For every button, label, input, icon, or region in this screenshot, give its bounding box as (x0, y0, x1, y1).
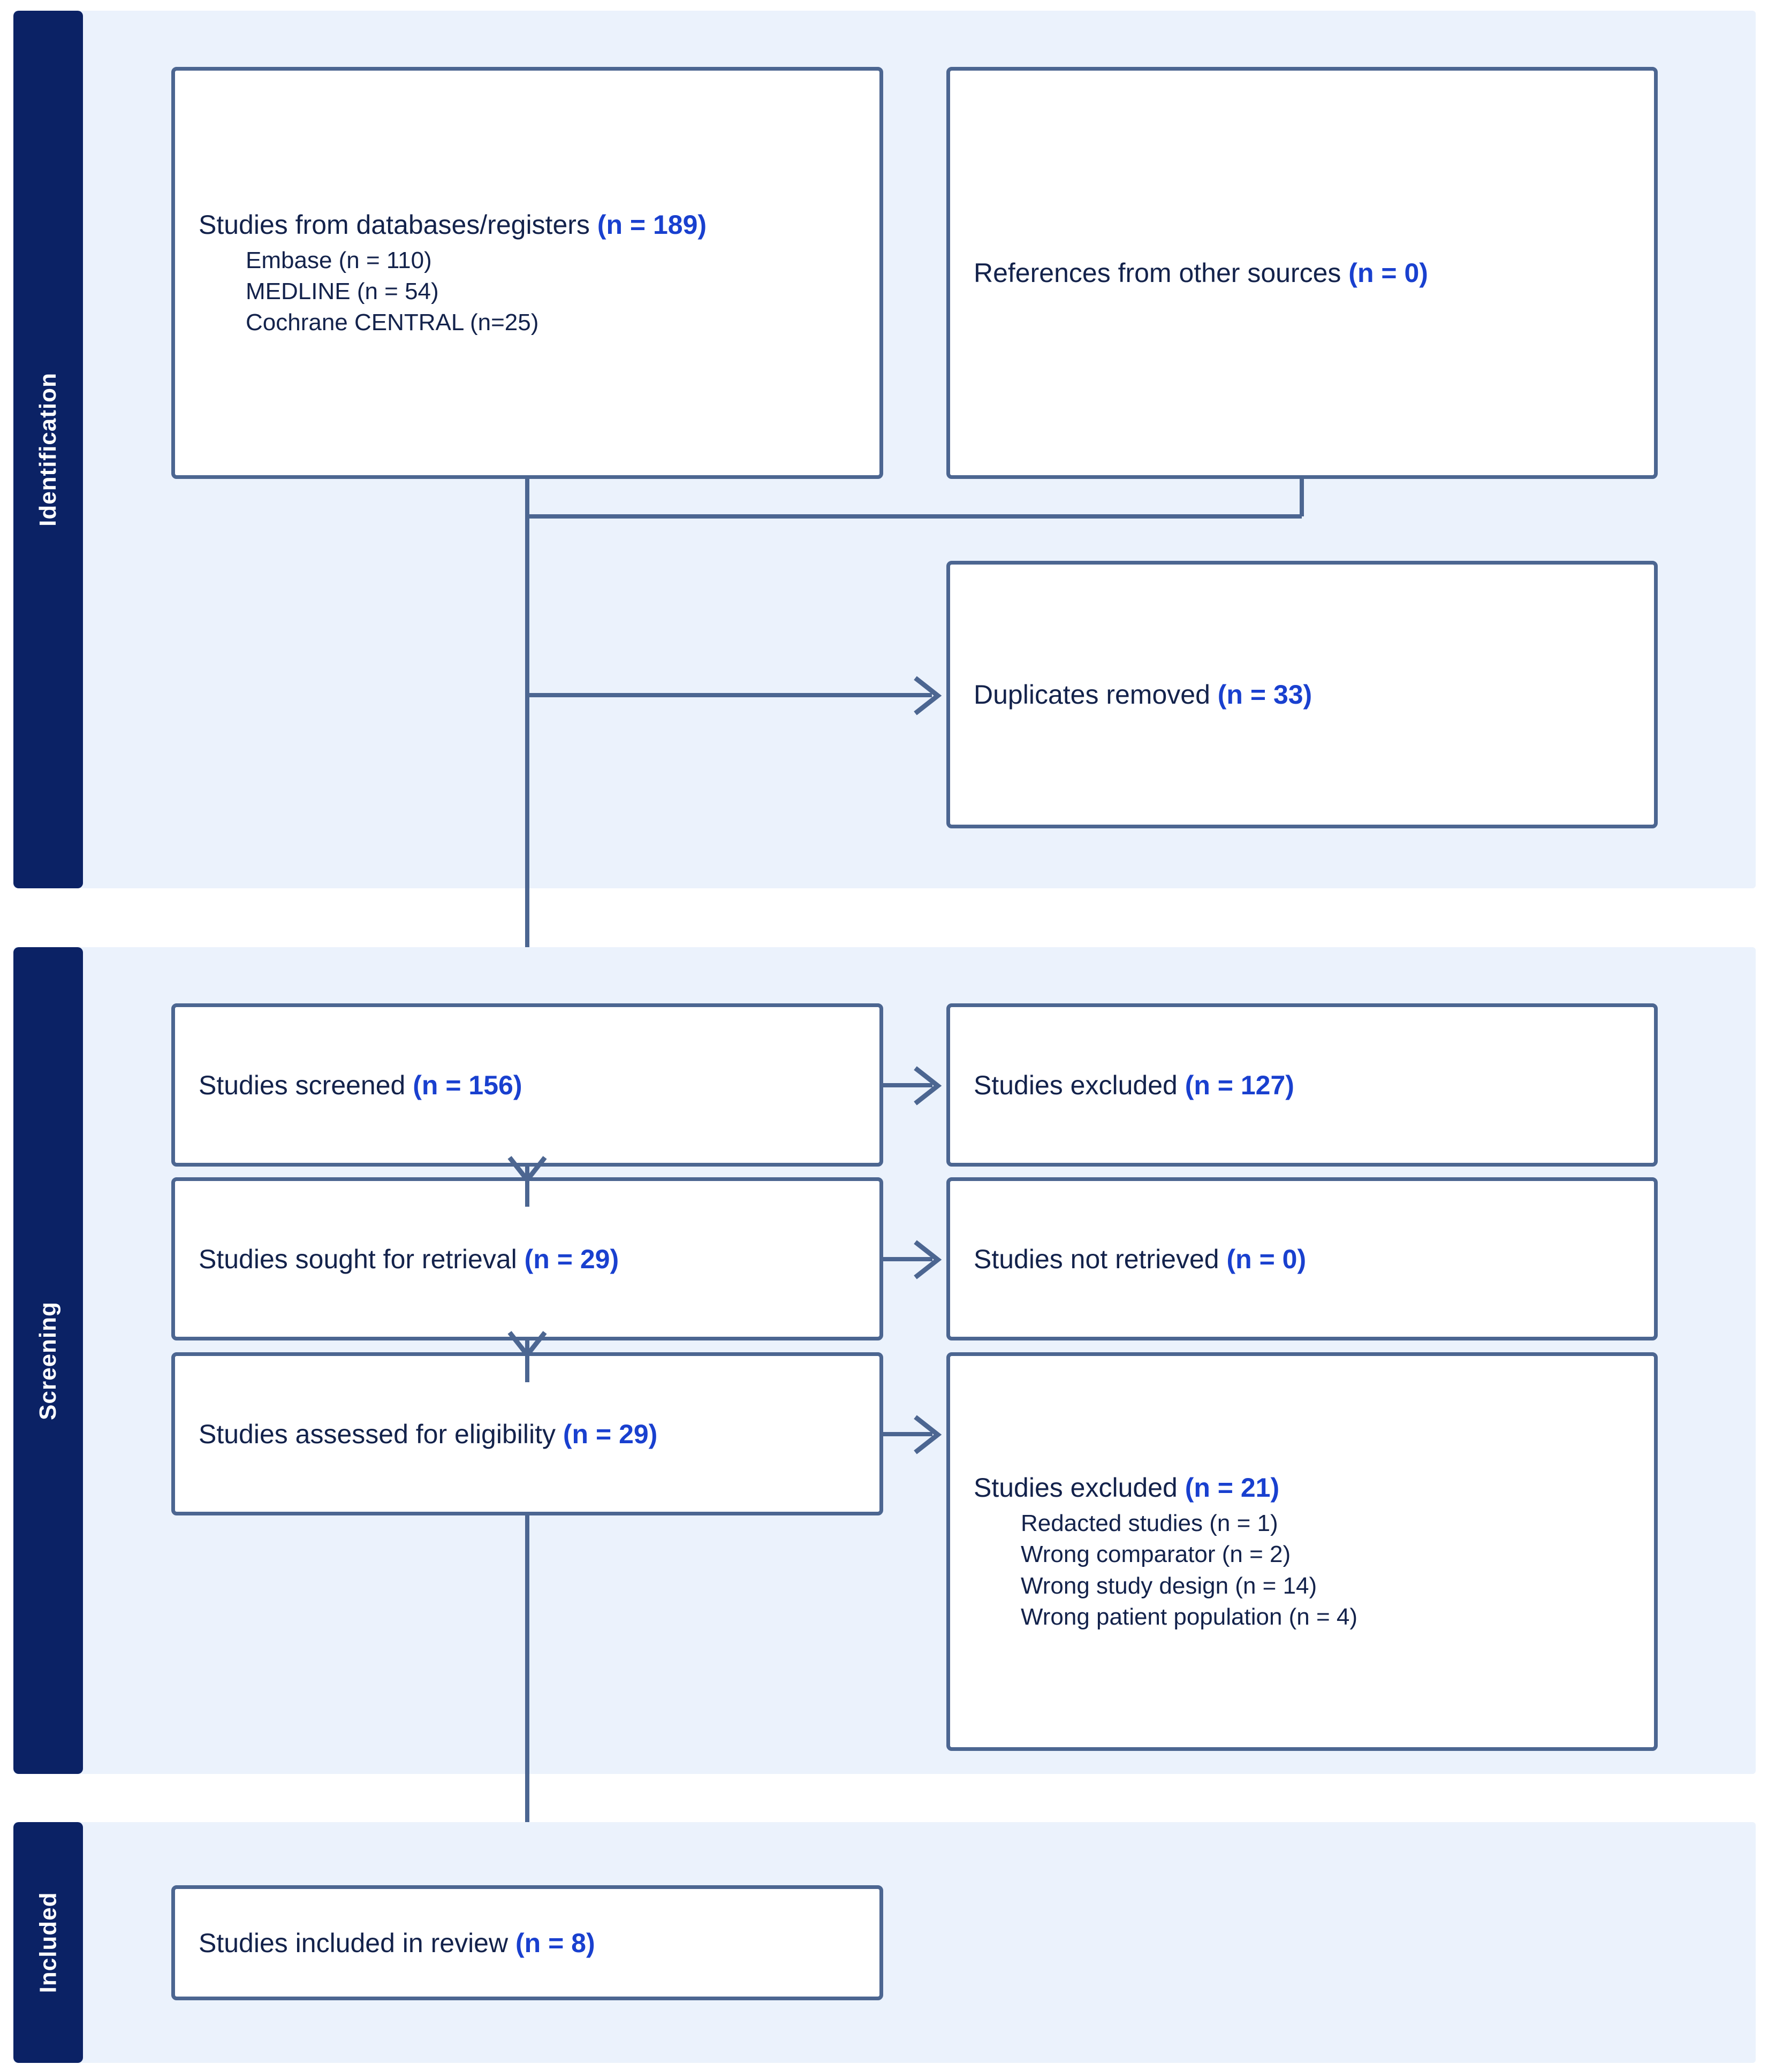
count-badge: (n = 29) (524, 1244, 619, 1274)
label-text: Studies not retrieved (974, 1244, 1227, 1274)
label-text: Studies from databases/registers (199, 209, 597, 240)
connector-sought-to-not-retrieved (883, 1257, 932, 1261)
count-badge: (n = 33) (1217, 680, 1312, 710)
connector-merge-horizontal (525, 514, 1302, 519)
count-badge: (n = 0) (1348, 258, 1428, 288)
box-studies-not-retrieved: Studies not retrieved (n = 0) (946, 1177, 1658, 1340)
connector-sought-to-assessed (525, 1340, 529, 1382)
count-badge: (n = 21) (1185, 1473, 1280, 1503)
label-text: Studies included in review (199, 1928, 515, 1958)
box-references-other-sources-title: References from other sources (n = 0) (974, 256, 1630, 290)
count-badge: (n = 29) (563, 1419, 658, 1449)
label-text: Studies assessed for eligibility (199, 1419, 563, 1449)
connector-to-duplicates (525, 693, 932, 697)
box-studies-excluded-eligibility-sublist: Redacted studies (n = 1) Wrong comparato… (974, 1508, 1630, 1632)
box-studies-from-databases-sublist: Embase (n = 110) MEDLINE (n = 54) Cochra… (199, 245, 856, 338)
connector-identification-to-screening (525, 693, 529, 990)
box-studies-excluded-screening: Studies excluded (n = 127) (946, 1003, 1658, 1167)
arrowhead-to-duplicates-icon (914, 676, 942, 715)
box-studies-excluded-eligibility: Studies excluded (n = 21) Redacted studi… (946, 1352, 1658, 1751)
label-text: References from other sources (974, 258, 1349, 288)
arrowhead-sought-to-assessed-icon (507, 1331, 547, 1359)
label-text: Studies excluded (974, 1473, 1185, 1503)
box-studies-not-retrieved-title: Studies not retrieved (n = 0) (974, 1242, 1630, 1276)
phase-label-included: Included (13, 1822, 83, 2063)
box-duplicates-removed-title: Duplicates removed (n = 33) (974, 677, 1630, 712)
count-badge: (n = 156) (413, 1070, 522, 1100)
box-duplicates-removed: Duplicates removed (n = 33) (946, 561, 1658, 828)
connector-screened-to-sought (525, 1167, 529, 1207)
box-studies-assessed-eligibility: Studies assessed for eligibility (n = 29… (171, 1352, 883, 1515)
phase-label-identification-text: Identification (35, 372, 61, 527)
arrowhead-screened-to-sought-icon (507, 1156, 547, 1184)
count-badge: (n = 8) (515, 1928, 595, 1958)
box-studies-excluded-screening-title: Studies excluded (n = 127) (974, 1068, 1630, 1102)
arrowhead-screened-to-excluded-icon (914, 1066, 942, 1106)
phase-label-included-text: Included (35, 1892, 61, 1993)
connector-databases-down (525, 479, 529, 699)
connector-screening-to-included (525, 1515, 529, 1862)
list-item: MEDLINE (n = 54) (246, 278, 439, 304)
list-item: Redacted studies (n = 1) (1021, 1510, 1278, 1537)
phase-label-screening-text: Screening (35, 1301, 61, 1420)
box-studies-included-review: Studies included in review (n = 8) (171, 1885, 883, 2000)
box-references-other-sources: References from other sources (n = 0) (946, 67, 1658, 479)
box-studies-from-databases-title: Studies from databases/registers (n = 18… (199, 208, 856, 242)
count-badge: (n = 0) (1226, 1244, 1307, 1274)
box-studies-sought-retrieval-title: Studies sought for retrieval (n = 29) (199, 1242, 856, 1276)
count-badge: (n = 127) (1185, 1070, 1294, 1100)
list-item: Wrong patient population (n = 4) (1021, 1603, 1358, 1630)
list-item: Cochrane CENTRAL (n=25) (246, 309, 539, 336)
box-studies-screened: Studies screened (n = 156) (171, 1003, 883, 1167)
list-item: Wrong comparator (n = 2) (1021, 1541, 1291, 1568)
connector-screened-to-excluded (883, 1083, 932, 1087)
phase-label-screening: Screening (13, 947, 83, 1774)
list-item: Wrong study design (n = 14) (1021, 1572, 1317, 1599)
label-text: Studies excluded (974, 1070, 1185, 1100)
box-studies-included-review-title: Studies included in review (n = 8) (199, 1926, 856, 1960)
box-studies-screened-title: Studies screened (n = 156) (199, 1068, 856, 1102)
count-badge: (n = 189) (597, 209, 707, 240)
connector-other-sources-down (1300, 479, 1304, 516)
box-studies-excluded-eligibility-title: Studies excluded (n = 21) (974, 1471, 1630, 1505)
box-studies-from-databases: Studies from databases/registers (n = 18… (171, 67, 883, 479)
label-text: Duplicates removed (974, 680, 1218, 710)
phase-label-identification: Identification (13, 11, 83, 888)
label-text: Studies screened (199, 1070, 413, 1100)
connector-assessed-to-excluded (883, 1432, 932, 1436)
label-text: Studies sought for retrieval (199, 1244, 525, 1274)
arrowhead-assessed-to-excluded-icon (914, 1415, 942, 1454)
box-studies-assessed-eligibility-title: Studies assessed for eligibility (n = 29… (199, 1417, 856, 1451)
arrowhead-sought-to-not-retrieved-icon (914, 1240, 942, 1279)
list-item: Embase (n = 110) (246, 247, 432, 273)
